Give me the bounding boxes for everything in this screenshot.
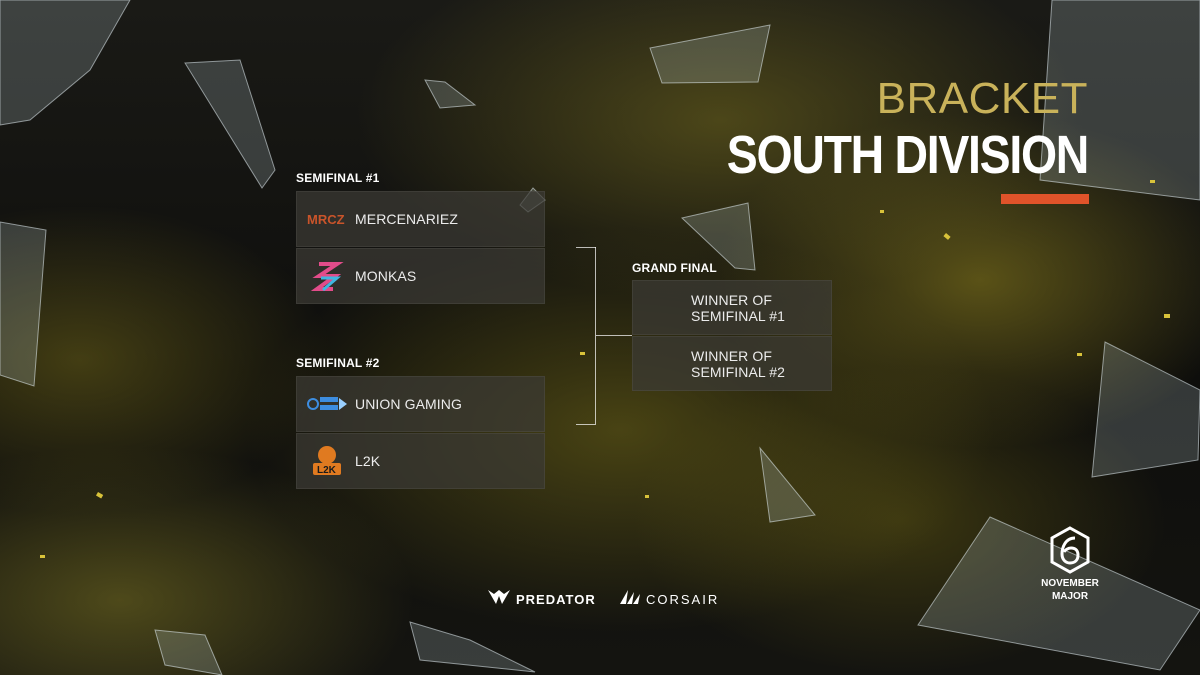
sponsor-corsair: CORSAIR — [620, 588, 719, 611]
sponsor-name: PREDATOR — [516, 592, 596, 607]
slot-name: WINNER OF SEMIFINAL #1 — [691, 291, 786, 324]
svg-text:MRCZ: MRCZ — [307, 212, 345, 227]
mercenariez-logo-icon: MRCZ — [307, 199, 347, 239]
grand-final-label: GRAND FINAL — [632, 261, 717, 275]
event-line-1: NOVEMBER — [1041, 578, 1099, 589]
connector-line — [596, 335, 632, 336]
sponsor-name: CORSAIR — [646, 592, 720, 607]
bracket-heading: BRACKET — [876, 74, 1088, 123]
monkas-logo-icon — [307, 256, 347, 296]
predator-icon — [488, 588, 510, 611]
team-name: MERCENARIEZ — [355, 211, 458, 227]
team-card-union-gaming[interactable]: UNION GAMING — [296, 376, 545, 432]
semifinal-2-label: SEMIFINAL #2 — [296, 356, 380, 370]
team-name: UNION GAMING — [355, 396, 462, 412]
union-gaming-logo-icon — [307, 384, 347, 424]
grand-final-slot-1[interactable]: WINNER OF SEMIFINAL #1 — [632, 280, 832, 335]
team-card-mercenariez[interactable]: MRCZ MERCENARIEZ — [296, 191, 545, 247]
corsair-icon — [620, 588, 640, 611]
connector-line — [595, 247, 596, 424]
six-logo-icon — [1048, 526, 1092, 579]
team-card-monkas[interactable]: MONKAS — [296, 248, 545, 304]
connector-line — [576, 424, 596, 425]
division-title: SOUTH DIVISION — [726, 125, 1090, 185]
team-card-l2k[interactable]: L2K L2K — [296, 433, 545, 489]
semifinal-1-label: SEMIFINAL #1 — [296, 171, 380, 185]
sponsor-predator: PREDATOR — [488, 588, 596, 611]
l2k-logo-icon: L2K — [307, 441, 347, 481]
event-line-2: MAJOR — [1051, 591, 1089, 602]
grand-final-slot-2[interactable]: WINNER OF SEMIFINAL #2 — [632, 336, 832, 391]
team-name: L2K — [355, 453, 381, 469]
connector-line — [576, 247, 596, 248]
slot-name: WINNER OF SEMIFINAL #2 — [691, 347, 786, 380]
team-name: MONKAS — [355, 268, 417, 284]
accent-bar — [1001, 194, 1089, 204]
svg-text:L2K: L2K — [317, 465, 337, 476]
